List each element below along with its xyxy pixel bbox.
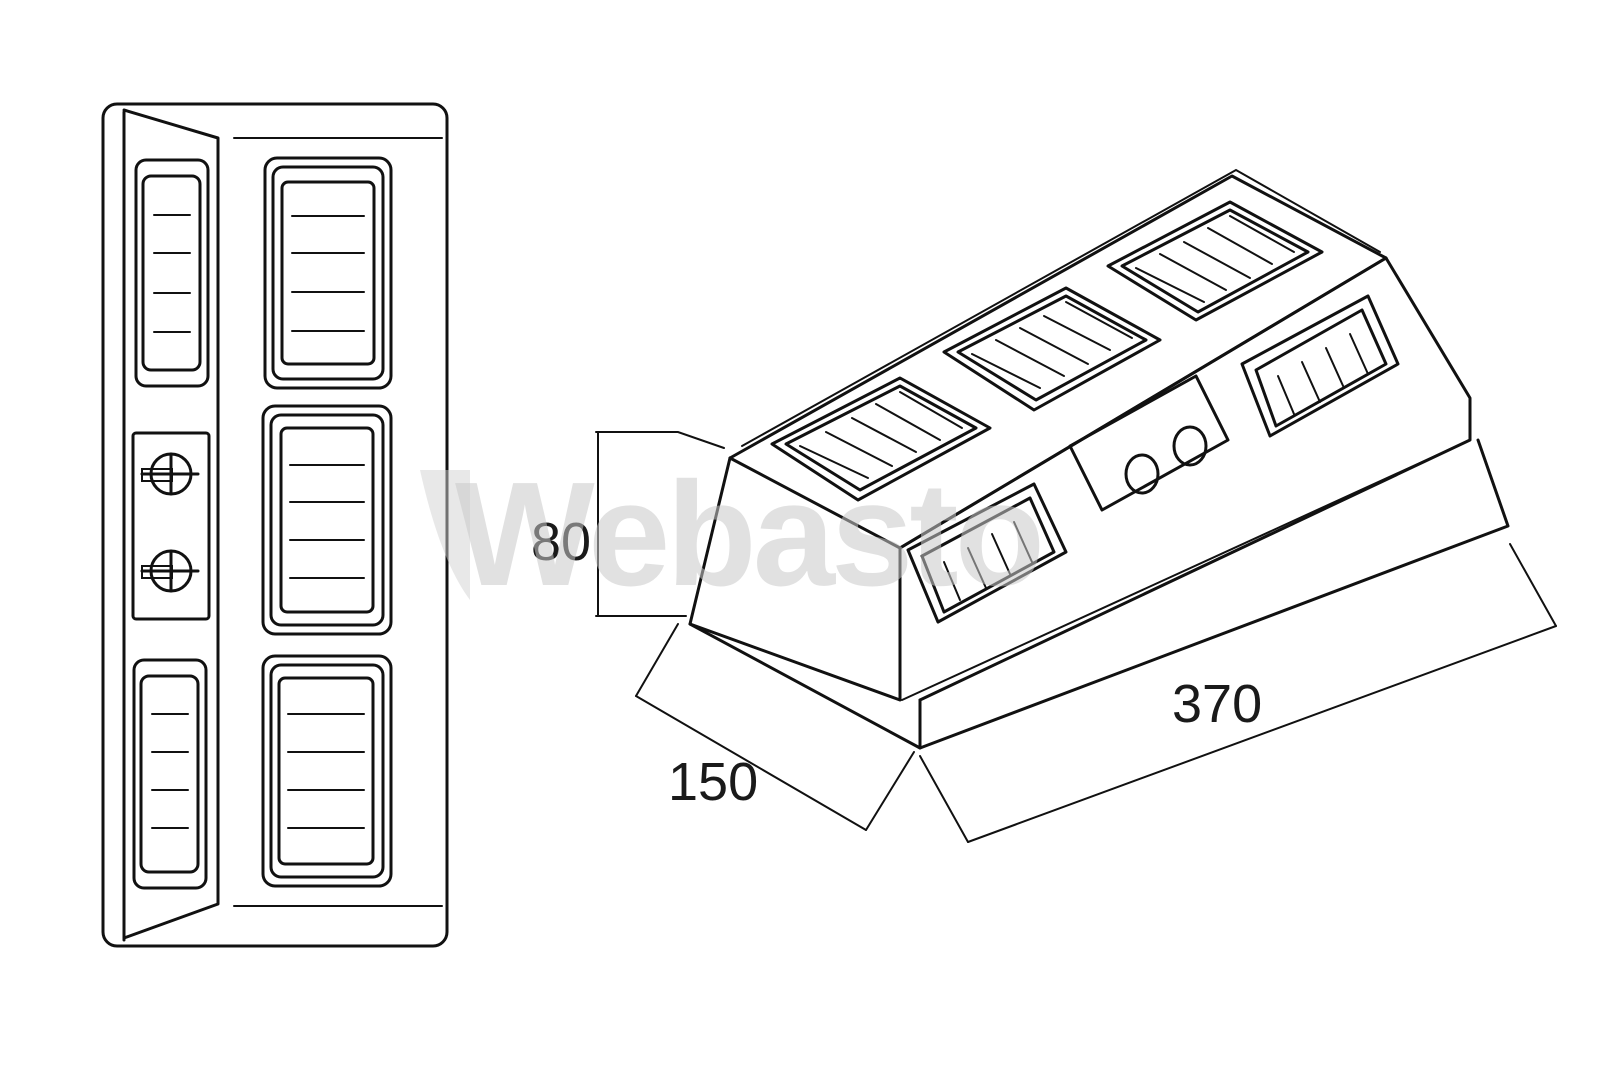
iso-top-vent-2 [942, 286, 1162, 412]
iso-front-vent-right [1240, 294, 1400, 438]
narrow-vent-bottom [132, 658, 208, 890]
rotary-knob-upper [140, 452, 200, 496]
dimension-height-label: 80 [531, 512, 591, 572]
wide-vent-top [263, 156, 393, 390]
iso-knob-1 [1124, 453, 1160, 495]
dimension-width: 370 [919, 543, 1557, 843]
iso-front-vent-left [906, 482, 1068, 624]
narrow-vent-top [134, 158, 210, 388]
watermark-logo: Webasto [420, 452, 1045, 617]
iso-top-vent-3 [1106, 200, 1324, 322]
iso-knob-2 [1172, 425, 1208, 467]
base-front-edge [688, 438, 1510, 750]
wide-vent-middle [261, 404, 393, 636]
dimension-depth-label: 150 [668, 752, 758, 812]
front-face [898, 256, 1472, 702]
dimension-width-label: 370 [1172, 674, 1262, 734]
iso-control-plate [1068, 374, 1230, 512]
top-face-rim [741, 168, 1381, 447]
panel-outline [101, 102, 449, 948]
front-view-panel [101, 102, 449, 948]
dimension-depth: 150 [635, 623, 915, 831]
rotary-knob-lower [140, 549, 200, 593]
isometric-view-unit: 80 150 370 [531, 168, 1557, 843]
side-face [688, 456, 902, 702]
panel-bevel-face [122, 108, 220, 940]
wide-vent-bottom [261, 654, 393, 888]
dimension-height: 80 [531, 431, 725, 617]
base-left-edge [688, 456, 732, 626]
control-knob-block [131, 431, 211, 621]
watermark-text: Webasto [455, 452, 1041, 617]
iso-top-vent-1 [770, 376, 992, 502]
front-face-lower-lip [901, 439, 1471, 701]
